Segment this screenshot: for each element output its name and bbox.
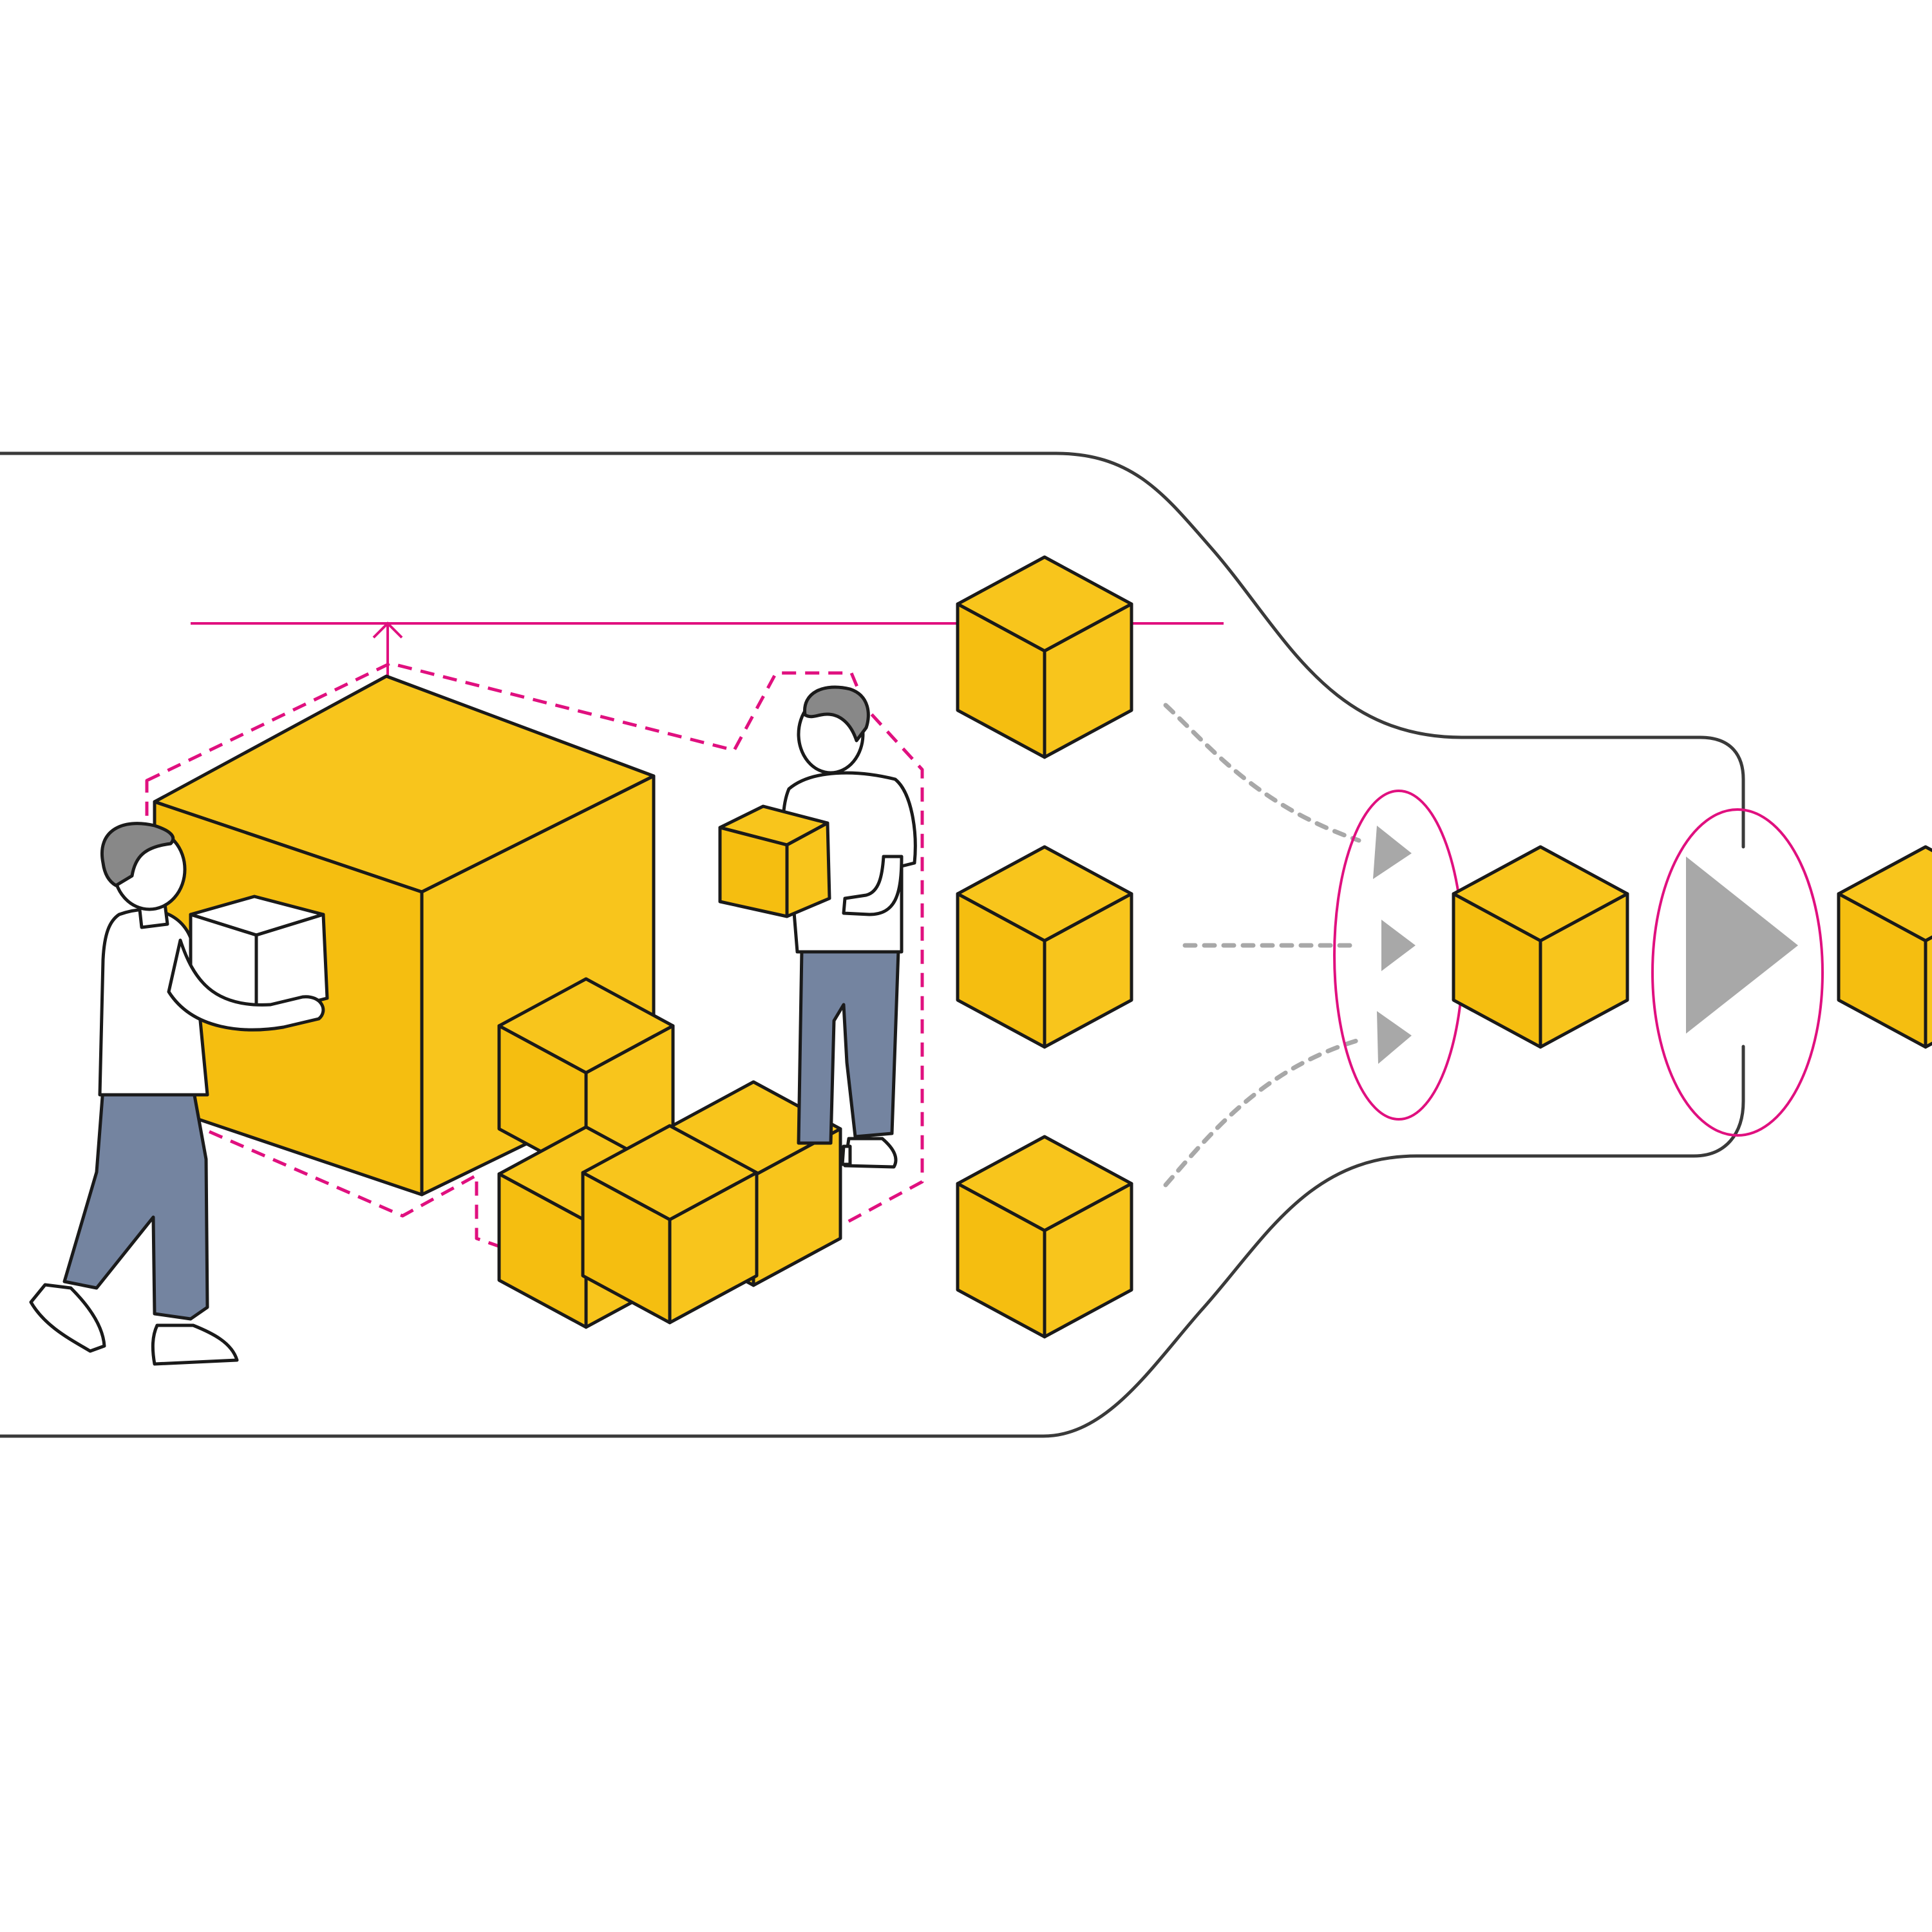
converging-arrows bbox=[1163, 703, 1416, 1188]
flowing-cubes bbox=[1452, 845, 1932, 1049]
cube-icon bbox=[1452, 845, 1629, 1049]
small-arrow-icon bbox=[1377, 1011, 1412, 1064]
cube-face bbox=[1924, 935, 1932, 1049]
cube-icon bbox=[581, 1124, 759, 1325]
person-right-shoe-front bbox=[840, 1144, 852, 1166]
queued-cubes bbox=[956, 555, 1133, 1339]
cube-face bbox=[1539, 892, 1629, 1049]
cube-face bbox=[1043, 602, 1133, 759]
person-left-hair bbox=[100, 822, 175, 887]
person-left bbox=[29, 822, 329, 1366]
batch-cubes bbox=[497, 977, 842, 1329]
small-arrow-icon bbox=[1373, 826, 1412, 879]
cube-icon bbox=[956, 1135, 1133, 1339]
play-arrow-icon bbox=[1686, 857, 1798, 1034]
person-left-arm bbox=[167, 938, 325, 1032]
cube-face bbox=[1043, 892, 1133, 1049]
person-right-hair bbox=[803, 685, 870, 743]
cube-face bbox=[668, 1171, 759, 1325]
cube-icon bbox=[1837, 845, 1932, 1049]
pipeline-outline bbox=[0, 451, 1745, 1438]
work-boundary bbox=[145, 661, 924, 1312]
height-arrow-head bbox=[372, 621, 403, 639]
cube-icon bbox=[956, 555, 1133, 759]
cube-face bbox=[1043, 1182, 1133, 1339]
carried-cube-icon bbox=[718, 804, 831, 918]
person-right bbox=[718, 685, 917, 1169]
person-left-shoe-back bbox=[29, 1283, 106, 1353]
cube-icon bbox=[956, 845, 1133, 1049]
small-arrow-icon bbox=[1381, 920, 1416, 971]
large-arrow-highlight bbox=[1651, 808, 1824, 1137]
person-right-arm bbox=[842, 855, 904, 916]
person-left-shoe-front bbox=[151, 1323, 239, 1366]
arrow-path-top bbox=[1163, 703, 1361, 843]
person-right-shoe-back bbox=[843, 1137, 898, 1169]
person-right-legs bbox=[797, 948, 900, 1145]
arrow-path-bottom bbox=[1163, 1037, 1361, 1188]
person-left-legs bbox=[62, 1086, 209, 1321]
